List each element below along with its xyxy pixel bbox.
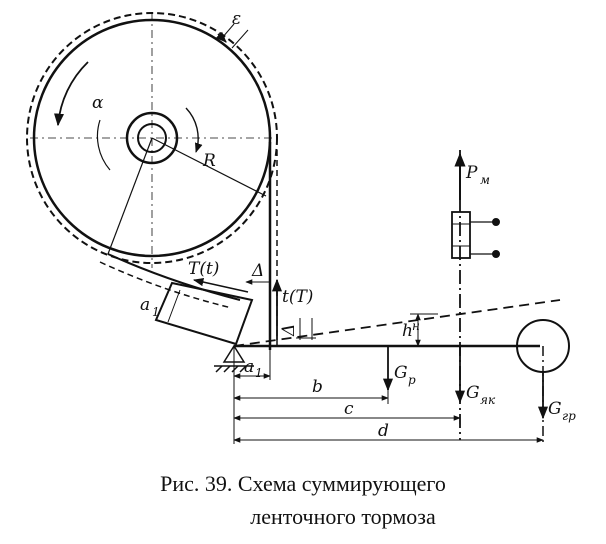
label-Gyak-sub: як xyxy=(480,393,496,407)
brake-drum xyxy=(26,12,278,268)
label-h-sub: н xyxy=(412,319,420,333)
label-a1-block-sub: 1 xyxy=(152,305,160,319)
label-Gyak: G xyxy=(466,383,480,403)
label-c: c xyxy=(344,399,354,419)
label-Pm-sub: м xyxy=(480,173,490,187)
label-a1-base: a xyxy=(244,357,254,377)
label-Gp-sub: p xyxy=(408,373,416,387)
h-dimension xyxy=(410,313,438,347)
figure-caption-line1: Рис. 39. Схема суммирующего xyxy=(160,471,446,496)
lever xyxy=(233,299,561,348)
label-Ggr: G xyxy=(548,399,562,419)
small-gap-mark xyxy=(296,318,316,340)
label-a1-block: a xyxy=(140,295,150,315)
label-a1-base-sub: 1 xyxy=(255,366,263,380)
label-Ggr-sub: гр xyxy=(562,409,576,423)
epsilon-mark xyxy=(215,23,249,49)
band xyxy=(99,142,278,350)
dimension-lines xyxy=(233,346,544,444)
label-h: h xyxy=(402,321,413,341)
label-R: R xyxy=(202,151,216,171)
label-epsilon: ε xyxy=(232,9,241,29)
label-delta-top: Δ xyxy=(251,261,264,281)
brake-shoe-block xyxy=(154,281,254,346)
label-Pm: P xyxy=(465,163,478,183)
label-d: d xyxy=(378,421,389,441)
label-Gp: G xyxy=(394,363,408,383)
label-alpha: α xyxy=(92,93,104,113)
label-b: b xyxy=(312,377,323,397)
label-delta-small: Δ xyxy=(279,324,299,337)
label-t-T: t(T) xyxy=(282,287,313,307)
brake-diagram: ε α R a 1 T(t) Δ t(T) Δ h н xyxy=(26,9,576,444)
figure-caption-line2: ленточного тормоза xyxy=(250,504,436,529)
label-T-t: T(t) xyxy=(188,259,219,279)
